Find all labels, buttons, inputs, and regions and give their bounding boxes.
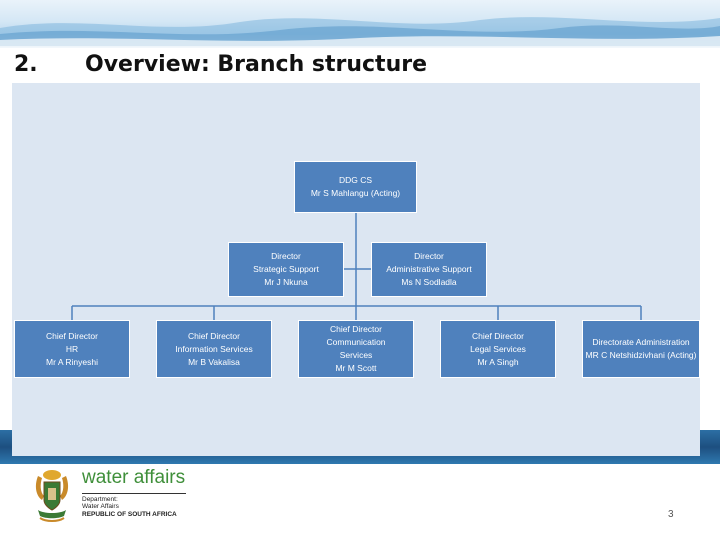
org-box-line: DDG CS (338, 175, 373, 185)
org-box-line: Mr B Vakalisa (188, 356, 240, 367)
org-box-line: Information Services (175, 343, 253, 354)
org-box-line: Ms N Sodladla (401, 277, 457, 287)
org-box-line: MR C Netshidzivhani (Acting) (585, 350, 697, 360)
org-box-line: Strategic Support (253, 264, 319, 274)
slide-number: 2. (14, 52, 38, 77)
org-box-line: Mr J Nkuna (264, 277, 308, 287)
org-box-line: Mr M Scott (335, 363, 377, 373)
brand-name: water affairs (82, 467, 186, 488)
org-box-directorate-admin: Directorate Administration MR C Netshidz… (582, 320, 700, 378)
org-box-line: HR (65, 343, 79, 354)
page-title: Overview: Branch structure (85, 52, 427, 77)
org-chart-panel (12, 83, 700, 456)
org-box-line: Director (271, 251, 301, 261)
coat-of-arms-icon (35, 470, 69, 522)
dept-line: Water Affairs (82, 503, 119, 510)
org-box-line: Communication (326, 337, 386, 347)
footer (0, 464, 720, 540)
org-box-line: Chief Director (46, 330, 98, 341)
page-number: 3 (668, 509, 674, 520)
org-box-line: Administrative Support (386, 264, 472, 274)
divider (82, 493, 186, 494)
org-box-cd-information: Chief Director Information Services Mr B… (156, 320, 272, 378)
org-box-line: Mr A Singh (477, 356, 519, 367)
org-box-line: Chief Director (330, 324, 382, 334)
water-banner (0, 0, 720, 48)
org-box-line: Chief Director (472, 330, 524, 341)
org-box-line: Directorate Administration (592, 337, 690, 347)
org-box-line: Mr A Rinyeshi (46, 356, 98, 367)
org-box-ddg: DDG CS Mr S Mahlangu (Acting) (294, 161, 417, 213)
dept-line: Department: (82, 496, 118, 503)
org-box-cd-communication: Chief Director Communication Services Mr… (298, 320, 414, 378)
water-splash-icon (0, 17, 720, 46)
org-box-line: Chief Director (188, 330, 240, 341)
country-label: REPUBLIC OF SOUTH AFRICA (82, 511, 177, 518)
org-box-line: Mr S Mahlangu (Acting) (310, 188, 401, 198)
org-box-cd-hr: Chief Director HR Mr A Rinyeshi (14, 320, 130, 378)
org-box-cd-legal: Chief Director Legal Services Mr A Singh (440, 320, 556, 378)
org-box-director-strategic: Director Strategic Support Mr J Nkuna (228, 242, 344, 297)
org-box-director-admin: Director Administrative Support Ms N Sod… (371, 242, 487, 297)
org-box-line: Services (339, 350, 373, 360)
org-box-line: Director (414, 251, 444, 261)
org-box-line: Legal Services (470, 343, 526, 354)
